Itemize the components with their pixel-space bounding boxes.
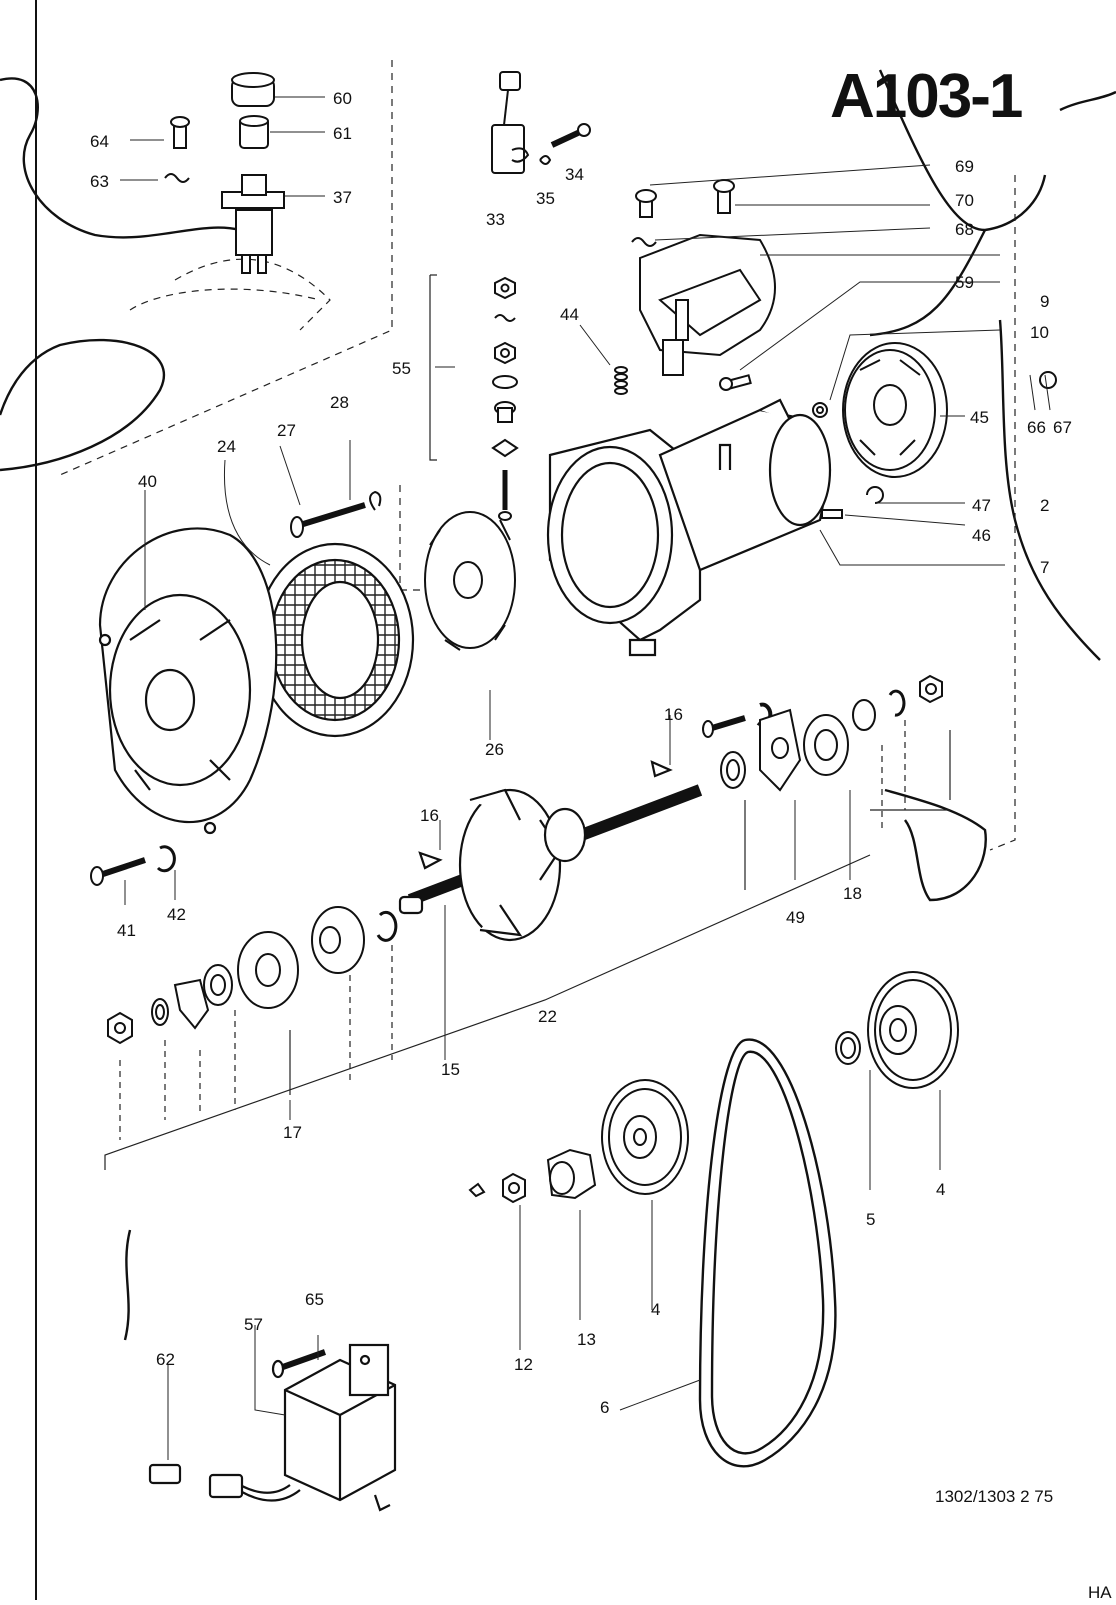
bearing-set-left bbox=[107, 906, 398, 1045]
part-label: 70 bbox=[955, 191, 974, 210]
relay-assembly bbox=[148, 1343, 397, 1512]
v-belt bbox=[698, 1038, 837, 1468]
part-label: 4 bbox=[936, 1180, 945, 1199]
part-label: 5 bbox=[866, 1210, 875, 1229]
bearing-set-right bbox=[720, 674, 943, 792]
part-label: 4 bbox=[651, 1300, 660, 1319]
part-label: 55 bbox=[392, 359, 411, 378]
part-label: 69 bbox=[955, 157, 974, 176]
screws bbox=[90, 374, 773, 886]
nut-washer-stack bbox=[491, 276, 519, 458]
part-label: 44 bbox=[560, 305, 579, 324]
part-label: 60 bbox=[333, 89, 352, 108]
part-label: 13 bbox=[577, 1330, 596, 1349]
part-label: 16 bbox=[420, 806, 439, 825]
part-label: 59 bbox=[955, 273, 974, 292]
part-label: 34 bbox=[565, 165, 584, 184]
part-label: 6 bbox=[600, 1398, 609, 1417]
part-label: 41 bbox=[117, 921, 136, 940]
part-label: 64 bbox=[90, 132, 109, 151]
part-label: 49 bbox=[786, 908, 805, 927]
grouping-lines bbox=[59, 60, 1016, 851]
part-label: 12 bbox=[514, 1355, 533, 1374]
part-label: 28 bbox=[330, 393, 349, 412]
part-label: 15 bbox=[441, 1060, 460, 1079]
drawing-code: 1302/1303 2 75 bbox=[935, 1487, 1053, 1506]
part-label: 22 bbox=[538, 1007, 557, 1026]
part-number-labels: 60 61 64 63 37 33 35 34 69 70 68 59 9 10… bbox=[90, 89, 1072, 1417]
part-label: 16 bbox=[664, 705, 683, 724]
diode-plate bbox=[424, 470, 516, 651]
part-label: 17 bbox=[283, 1123, 302, 1142]
part-label: 37 bbox=[333, 188, 352, 207]
part-label: 2 bbox=[1040, 496, 1049, 515]
corner-mark: HA bbox=[1088, 1583, 1112, 1600]
stator bbox=[255, 542, 415, 738]
part-label: 45 bbox=[970, 408, 989, 427]
rectifier-housing bbox=[631, 179, 776, 376]
part-label: 47 bbox=[972, 496, 991, 515]
spring bbox=[614, 366, 628, 395]
part-label: 68 bbox=[955, 220, 974, 239]
part-label: 46 bbox=[972, 526, 991, 545]
part-label: 62 bbox=[156, 1350, 175, 1369]
part-label: 10 bbox=[1030, 323, 1049, 342]
part-label: 7 bbox=[1040, 558, 1049, 577]
end-frame-left bbox=[98, 527, 278, 835]
rotor bbox=[398, 760, 703, 942]
brush-holder bbox=[491, 71, 591, 174]
part-label: 26 bbox=[485, 740, 504, 759]
part-label: 63 bbox=[90, 172, 109, 191]
part-label: 27 bbox=[277, 421, 296, 440]
end-frame-right bbox=[812, 342, 1058, 519]
leader-lines bbox=[120, 96, 1051, 1460]
part-label: 57 bbox=[244, 1315, 263, 1334]
switch-assembly bbox=[164, 72, 285, 274]
part-label: 9 bbox=[1040, 292, 1049, 311]
pulley-parts bbox=[468, 971, 959, 1204]
part-label: 42 bbox=[167, 905, 186, 924]
page-title: A103-1 bbox=[830, 62, 1022, 131]
part-label: 66 bbox=[1027, 418, 1046, 437]
part-label: 61 bbox=[333, 124, 352, 143]
part-label: 67 bbox=[1053, 418, 1072, 437]
part-label: 65 bbox=[305, 1290, 324, 1309]
part-label: 40 bbox=[138, 472, 157, 491]
part-label: 35 bbox=[536, 189, 555, 208]
part-label: 18 bbox=[843, 884, 862, 903]
part-label: 24 bbox=[217, 437, 236, 456]
alternator-housing bbox=[546, 398, 832, 657]
assembly-lines bbox=[104, 274, 951, 1170]
part-label: 33 bbox=[486, 210, 505, 229]
